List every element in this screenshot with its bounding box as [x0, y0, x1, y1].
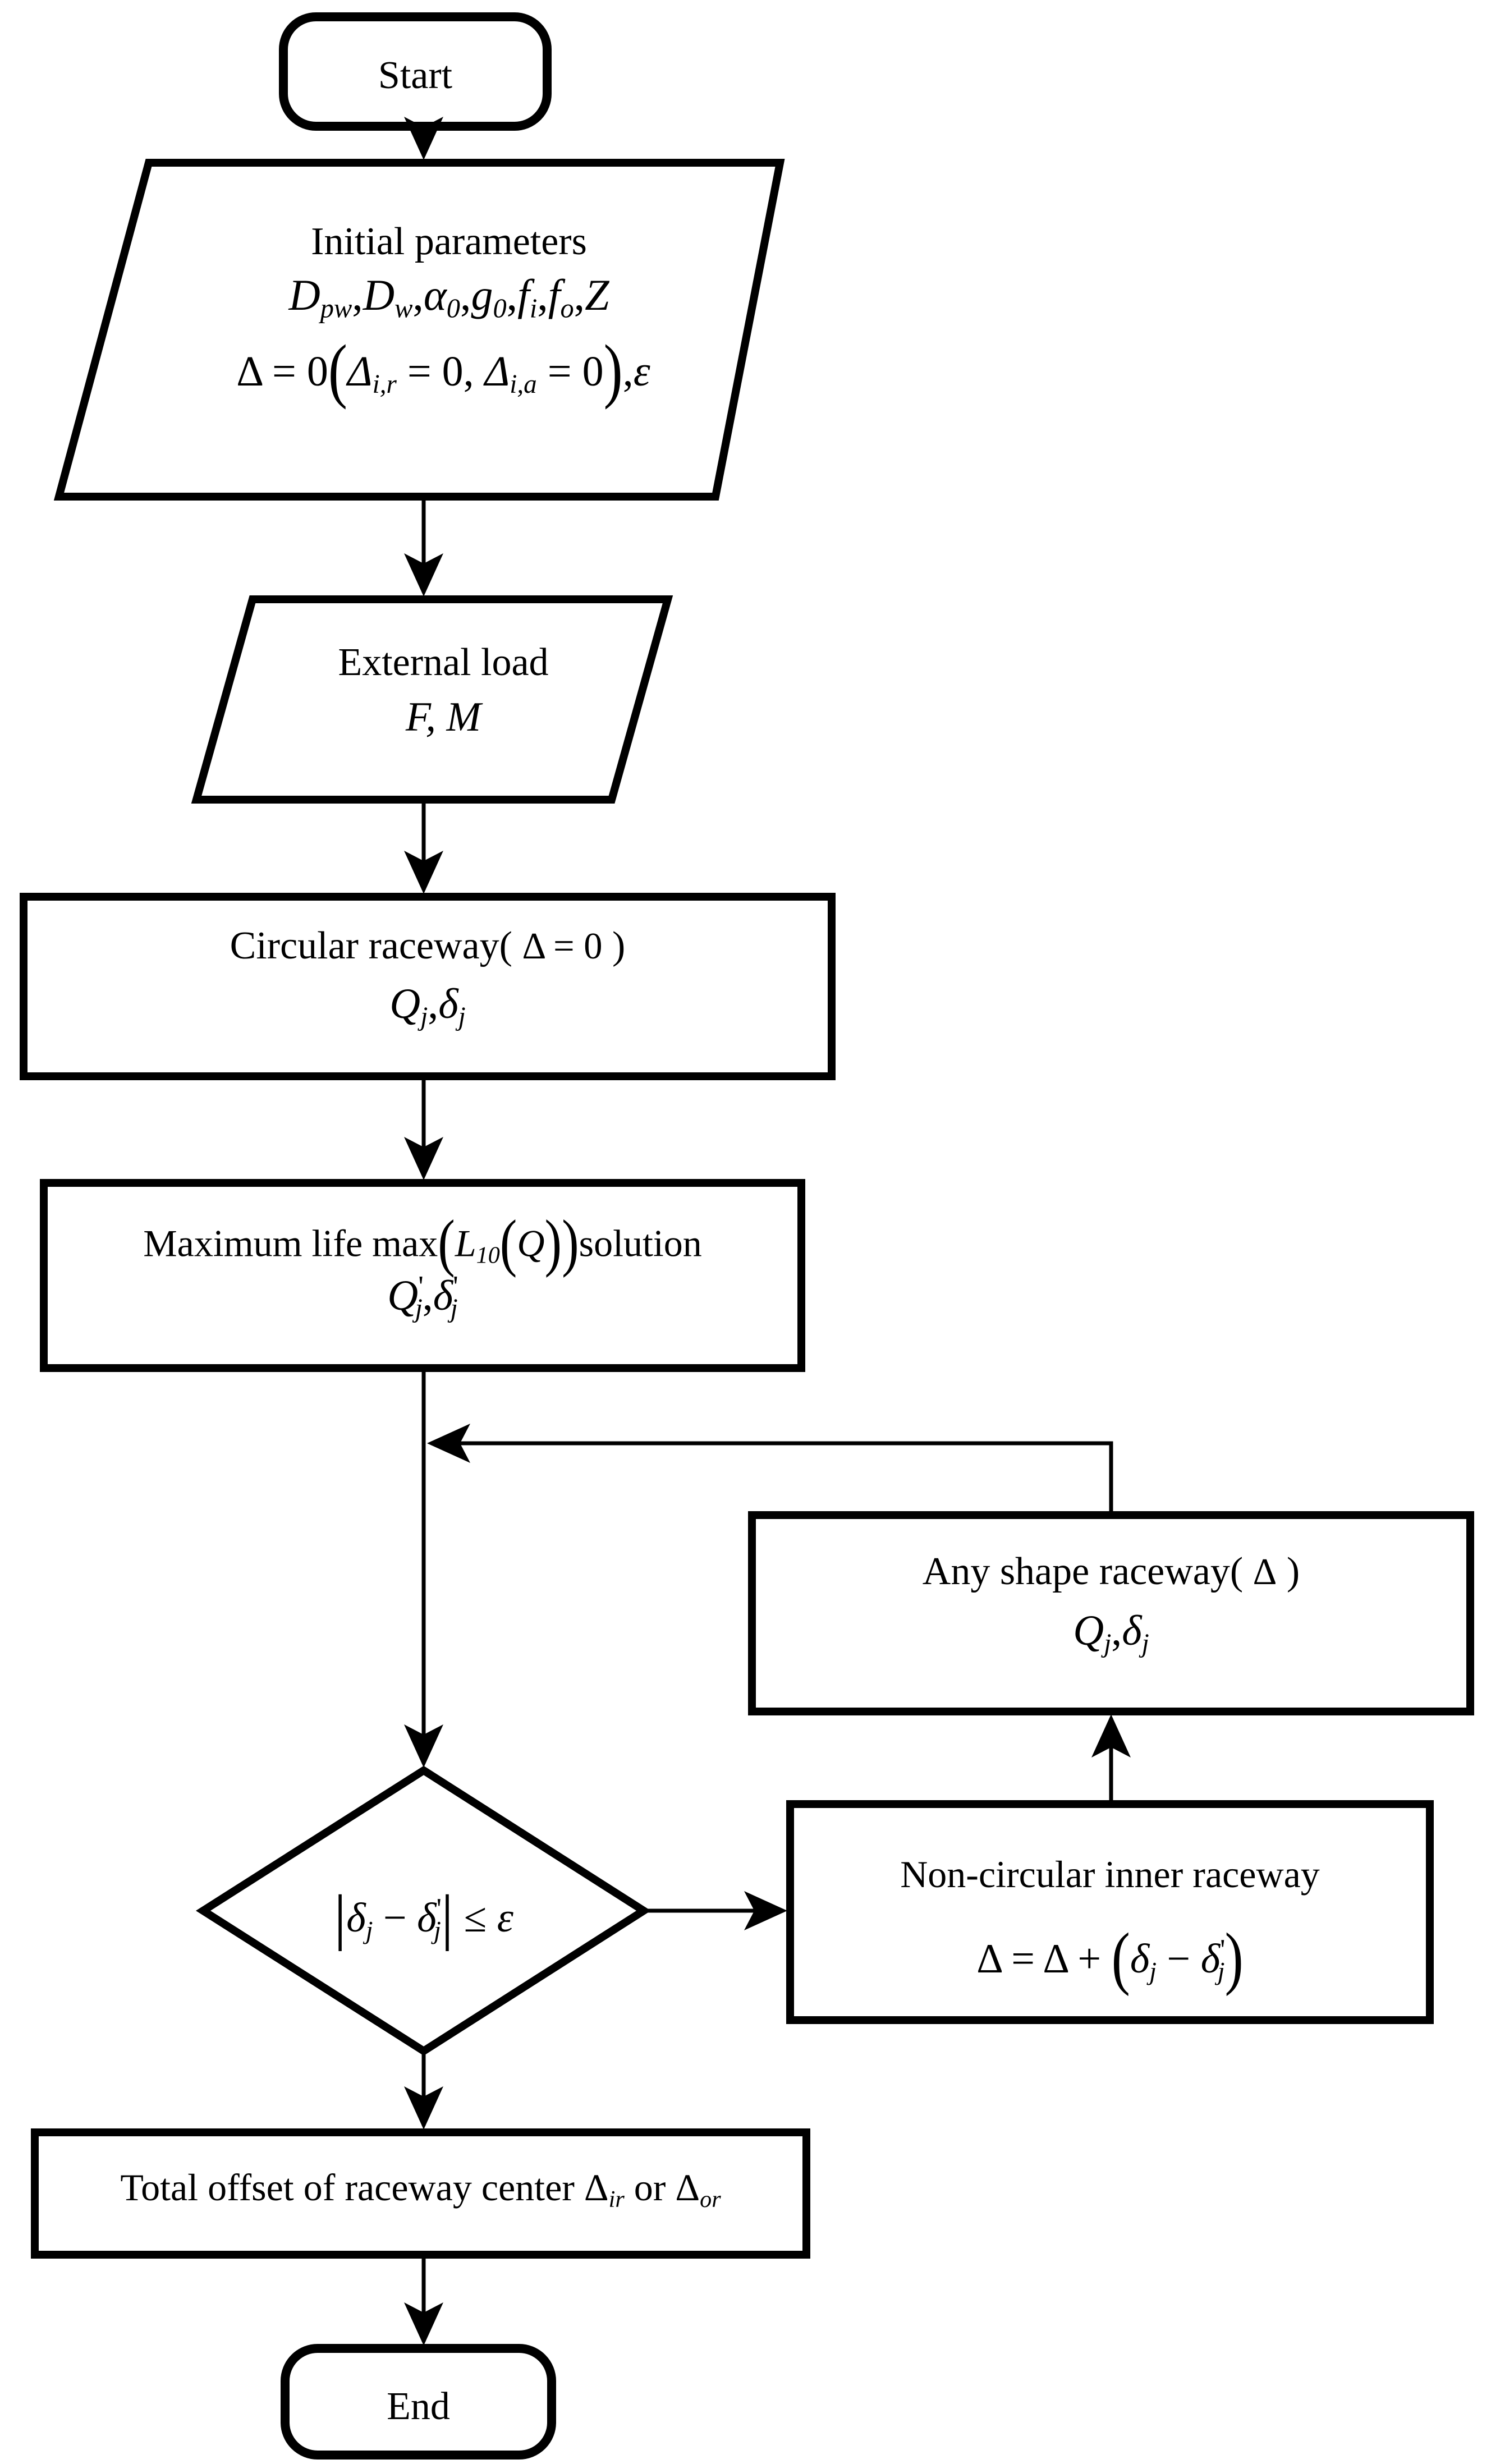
- end-node[interactable]: [281, 2344, 556, 2460]
- any-shape-raceway-line1: Any shape raceway( Δ ): [922, 1550, 1300, 1593]
- non-circular-line1: Non-circular inner raceway: [900, 1853, 1320, 1896]
- connector-anyshape-loopback: [427, 1424, 1113, 1515]
- initial-parameters-line2: Dpw,Dw,α0,g0,fi,fo,Z: [288, 270, 609, 324]
- circular-raceway-text: Circular raceway(: [230, 924, 522, 967]
- maximum-life-line1: Maximum life max(L10(Q))solution: [143, 1206, 702, 1278]
- initial-parameters-line3: Δ = 0(Δi,r = 0, Δi,a = 0),ε: [236, 331, 650, 411]
- initial-parameters-node[interactable]: [53, 159, 785, 501]
- external-load-line1: External load: [338, 641, 549, 684]
- maximum-life-node[interactable]: [40, 1179, 805, 1372]
- any-shape-raceway-line2: Qj,δj: [1073, 1607, 1149, 1659]
- external-load-node[interactable]: [191, 595, 673, 804]
- circular-raceway-line2: Qj,δj: [389, 980, 466, 1032]
- start-label: Start: [378, 54, 453, 97]
- maximum-life-line2: Q'j,δ'j: [387, 1270, 458, 1324]
- non-circular-inner-raceway-node[interactable]: [786, 1800, 1434, 2024]
- external-load-line2: F, M: [405, 694, 481, 740]
- total-offset-label: Total offset of raceway center Δir or Δo…: [120, 2166, 721, 2213]
- initial-parameters-line1: Initial parameters: [311, 220, 587, 263]
- decision-label: |δj − δ'j| ≤ ε: [334, 1883, 513, 1952]
- total-offset-node[interactable]: [31, 2128, 810, 2259]
- non-circular-line2: Δ = Δ + (δj − δ'j): [976, 1919, 1244, 1997]
- any-shape-raceway-node[interactable]: [748, 1511, 1474, 1715]
- end-label: End: [387, 2385, 450, 2428]
- circular-raceway-line1: Circular raceway( Δ = 0 ): [230, 924, 626, 967]
- circular-raceway-node[interactable]: [20, 893, 836, 1080]
